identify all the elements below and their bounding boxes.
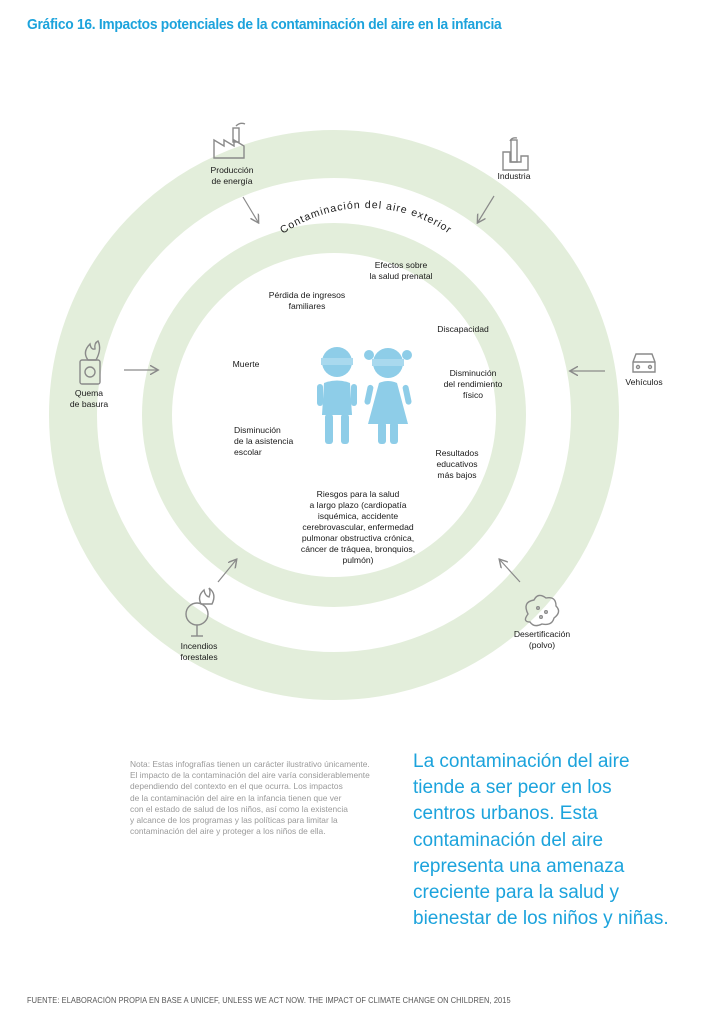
power-plant-icon: [213, 122, 246, 159]
impact-muerte: Muerte: [232, 359, 260, 369]
arrow-produccion: [242, 196, 258, 222]
source-vehiculos-label: Vehículos: [625, 377, 663, 387]
source-desertificacion-label: Desertificación (polvo): [513, 629, 571, 650]
note-text: Nota: Estas infografías tienen un caráct…: [130, 759, 370, 837]
impact-discapacidad: Discapacidad: [437, 324, 489, 334]
burning-tree-icon: [185, 587, 215, 637]
source-incendios-label: Incendios forestales: [180, 641, 218, 662]
boy-figure: [317, 347, 357, 444]
factory-icon: [502, 137, 529, 171]
source-citation: FUENTE: ELABORACIÓN PROPIA EN BASE A UNI…: [27, 996, 511, 1005]
burning-bin-icon: [79, 340, 101, 385]
source-produccion-label: Producción de energía: [210, 165, 254, 186]
impact-riesgos: Riesgos para la salud a largo plazo (car…: [300, 489, 416, 565]
dust-icon: [524, 594, 560, 627]
page-title: Gráfico 16. Impactos potenciales de la c…: [27, 16, 502, 33]
impact-resultados: Resultados educativos más bajos: [435, 448, 479, 480]
arrow-industria: [478, 195, 495, 222]
girl-figure: [364, 348, 412, 444]
quote-text: La contaminación del aire tiende a ser p…: [413, 751, 669, 930]
impact-rendimiento: Disminución del rendimiento físico: [443, 368, 503, 400]
source-quema-label: Quema de basura: [69, 388, 109, 409]
source-industria-label: Industria: [497, 171, 531, 181]
inner-ring: [142, 223, 526, 607]
impact-ingresos: Pérdida de ingresos familiares: [268, 290, 346, 311]
children-icon: [317, 347, 412, 444]
impact-asistencia: Disminución de la asistencia escolar: [234, 425, 294, 457]
impact-prenatal: Efectos sobre la salud prenatal: [369, 260, 433, 281]
car-icon: [632, 353, 656, 373]
outer-ring: [49, 130, 619, 700]
arrow-desertificacion: [500, 560, 521, 583]
arrow-incendios: [217, 560, 236, 583]
